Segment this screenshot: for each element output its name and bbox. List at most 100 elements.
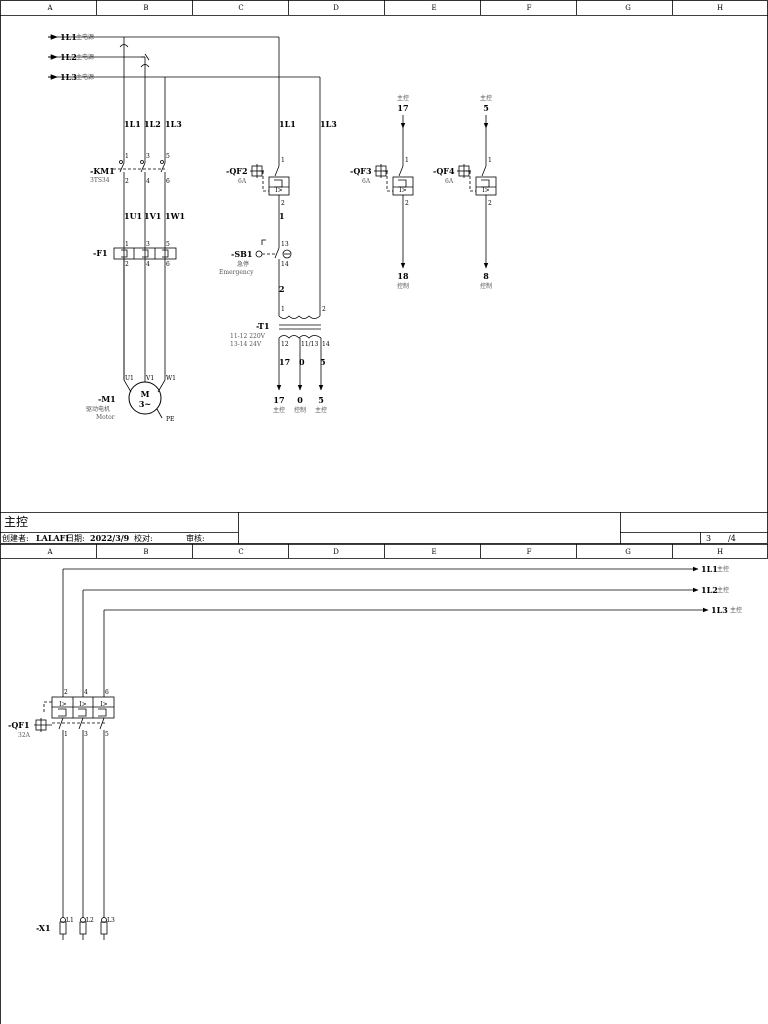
wire-label: 0 xyxy=(299,357,305,367)
terminal: L2 xyxy=(86,917,94,924)
qf4-out-label: 控制 xyxy=(480,282,492,290)
f1-tag: -F1 xyxy=(93,248,108,258)
terminal: 3 xyxy=(146,241,150,248)
qf2-rating: 6A xyxy=(238,178,247,185)
f1-overload xyxy=(113,247,177,380)
grid-col-b: B xyxy=(143,4,148,12)
qf2-tag: -QF2 xyxy=(226,166,248,176)
terminal: 1 xyxy=(64,731,68,738)
m1-motor xyxy=(123,379,166,419)
x1-terminal-strip xyxy=(59,917,108,940)
terminal: 6 xyxy=(166,261,170,268)
t1-out-num: 17 xyxy=(273,395,284,405)
terminal: 2 xyxy=(125,178,129,185)
breaker-mark: I> xyxy=(59,701,66,708)
terminal: L3 xyxy=(107,917,115,924)
title-block xyxy=(0,512,768,544)
qf3-out-label: 控制 xyxy=(397,282,409,290)
breaker-mark: I> xyxy=(399,187,406,194)
m1-desc-cn: 驱动电机 xyxy=(86,405,110,413)
output-lines xyxy=(62,566,709,697)
grid-col-d: D xyxy=(333,548,339,556)
terminal: 5 xyxy=(166,241,170,248)
qf4-rating: 6A xyxy=(445,178,454,185)
terminal: 4 xyxy=(146,178,150,185)
terminal: 2 xyxy=(281,200,285,207)
feed-1l1-label: 1L1 xyxy=(60,32,77,42)
qf3-in-label: 主控 xyxy=(397,94,409,102)
grid-col-b: B xyxy=(143,548,148,556)
terminal: 1 xyxy=(125,241,129,248)
grid-col-f: F xyxy=(527,548,532,556)
page1-frame: A B C D E F G H xyxy=(0,0,768,544)
page2-frame: A B C D E F G H xyxy=(0,544,768,1024)
terminal: 4 xyxy=(84,689,88,696)
grid-col-c: C xyxy=(238,4,243,12)
qf1-tag: -QF1 xyxy=(8,720,30,730)
t1-out-num: 0 xyxy=(297,395,303,405)
grid-col-a: A xyxy=(46,548,53,556)
terminal: 2 xyxy=(405,200,409,207)
page-title: 主控 xyxy=(4,515,28,529)
terminal: V1 xyxy=(145,375,154,382)
breaker-mark: I> xyxy=(482,187,489,194)
qf4-in-num: 5 xyxy=(483,103,489,113)
feed-1l2-label: 1L2 xyxy=(60,52,77,62)
t1-tag: -T1 xyxy=(256,321,270,331)
terminal: 1 xyxy=(488,157,492,164)
t1-out-label: 主控 xyxy=(273,406,285,414)
terminal: 1 xyxy=(281,157,285,164)
qf4-tag: -QF4 xyxy=(433,166,455,176)
qf4-in-label: 主控 xyxy=(480,94,492,102)
out-1l3-label: 1L3 xyxy=(711,605,728,615)
qf3-out-num: 18 xyxy=(397,271,409,281)
terminal: 13 xyxy=(281,241,289,248)
qf3-breaker xyxy=(374,115,414,269)
grid-col-e: E xyxy=(431,548,436,556)
wire-label: 1L1 xyxy=(279,119,296,129)
terminal: 2 xyxy=(64,689,68,696)
creator: LALAFI xyxy=(36,533,69,543)
grid-col-d: D xyxy=(333,4,339,12)
breaker-mark: I> xyxy=(79,701,86,708)
feed-1l1-note: 主电源 xyxy=(76,33,94,41)
t1-spec1: 11-12 220V xyxy=(230,333,266,340)
t1-out-label: 控制 xyxy=(294,406,306,414)
terminal: 14 xyxy=(322,341,330,348)
wire-label: 5 xyxy=(320,357,326,367)
terminal: 2 xyxy=(488,200,492,207)
qf1-main-breaker xyxy=(34,696,115,918)
terminal: 5 xyxy=(166,153,170,160)
qf3-rating: 6A xyxy=(362,178,371,185)
motor-phase: 3~ xyxy=(139,399,151,409)
grid-col-c: C xyxy=(238,548,243,556)
out-1l1-note: 主控 xyxy=(717,565,729,573)
qf4-out-num: 8 xyxy=(483,271,489,281)
terminal: 3 xyxy=(146,153,150,160)
qf2-breaker xyxy=(250,160,290,240)
terminal: 14 xyxy=(281,261,289,268)
motor-symbol: M xyxy=(141,389,150,399)
km1-model: 3TS34 xyxy=(90,177,110,184)
feed-1l3-label: 1L3 xyxy=(60,72,77,82)
approve-label: 审核: xyxy=(186,533,205,543)
terminal: 2 xyxy=(322,306,326,313)
qf1-rating: 32A xyxy=(18,732,31,739)
wire-label: 1L3 xyxy=(165,119,182,129)
wire-label: 1L1 xyxy=(124,119,141,129)
terminal: 5 xyxy=(105,731,109,738)
sb1-tag: -SB1 xyxy=(231,249,252,259)
m1-desc-en: Motor xyxy=(96,414,115,421)
qf3-in-num: 17 xyxy=(397,103,408,113)
grid-col-a: A xyxy=(46,4,53,12)
date-label: 日期: xyxy=(66,534,85,543)
terminal: 1 xyxy=(405,157,409,164)
page-total: /4 xyxy=(728,534,736,543)
wire-label: 1L2 xyxy=(144,119,161,129)
qf4-breaker xyxy=(457,115,497,269)
terminal: 6 xyxy=(105,689,109,696)
check-label: 校对: xyxy=(134,533,153,543)
date: 2022/3/9 xyxy=(90,533,130,543)
grid-col-e: E xyxy=(431,4,436,12)
